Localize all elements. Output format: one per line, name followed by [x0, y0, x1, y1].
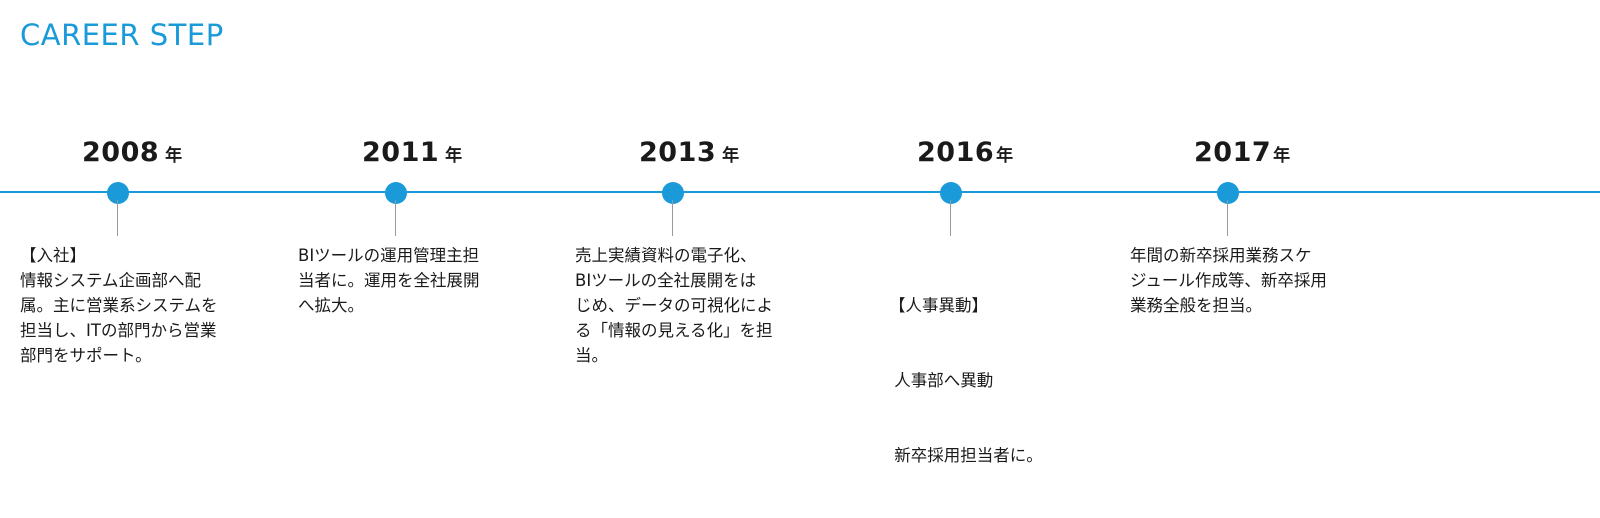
timeline-dot	[385, 182, 407, 204]
year-label: 2011 年	[362, 137, 462, 168]
milestone-description: 【入社】 情報システム企画部へ配 属。主に営業系システムを 担当し、ITの部門か…	[20, 243, 218, 368]
timeline-stem	[1227, 200, 1228, 236]
page-title: CAREER STEP	[20, 18, 224, 52]
description-line: BIツールの運用管理主担	[298, 246, 480, 265]
description-line: BIツールの全社展開をは	[575, 271, 757, 290]
description-line: ジュール作成等、新卒採用	[1130, 271, 1327, 290]
description-line: 新卒採用担当者に。	[889, 446, 1043, 465]
description-line: 年間の新卒採用業務スケ	[1130, 246, 1312, 265]
year-label: 2016 年	[917, 137, 1013, 168]
description-line: 業務全般を担当。	[1130, 296, 1262, 315]
year-unit: 年	[996, 146, 1014, 166]
description-line: 当者に。運用を全社展開	[298, 271, 480, 290]
description-line: 属。主に営業系システムを	[20, 296, 218, 315]
year-label: 2013 年	[639, 137, 739, 168]
year-number: 2016	[917, 137, 995, 168]
description-line: 【人事異動】	[889, 296, 988, 315]
year-label: 2017 年	[1194, 137, 1290, 168]
timeline-dot	[940, 182, 962, 204]
year-number: 2011	[362, 137, 440, 168]
milestone-description: 【人事異動】 人事部へ異動 新卒採用担当者に。	[889, 243, 1043, 518]
year-unit: 年	[165, 146, 183, 166]
description-line: 【入社】	[20, 246, 86, 265]
timeline-line	[0, 191, 1600, 193]
timeline-dot	[1217, 182, 1239, 204]
milestone-description: 売上実績資料の電子化、 BIツールの全社展開をは じめ、データの可視化によ る「…	[575, 243, 773, 368]
year-number: 2017	[1194, 137, 1272, 168]
year-unit: 年	[1273, 146, 1291, 166]
timeline-dot	[107, 182, 129, 204]
timeline-stem	[117, 200, 118, 236]
description-line: 部門をサポート。	[20, 346, 152, 365]
description-line: 人事部へ異動	[889, 371, 994, 390]
description-line: 当。	[575, 346, 608, 365]
description-line: 担当し、ITの部門から営業	[20, 321, 217, 340]
year-label: 2008 年	[82, 137, 182, 168]
year-unit: 年	[722, 146, 740, 166]
year-number: 2008	[82, 137, 160, 168]
description-line: 売上実績資料の電子化、	[575, 246, 757, 265]
timeline-stem	[672, 200, 673, 236]
year-unit: 年	[445, 146, 463, 166]
timeline-stem	[950, 200, 951, 236]
description-line: へ拡大。	[298, 296, 364, 315]
timeline-stem	[395, 200, 396, 236]
description-line: る「情報の見える化」を担	[575, 321, 773, 340]
description-line: 情報システム企画部へ配	[20, 271, 202, 290]
milestone-description: BIツールの運用管理主担 当者に。運用を全社展開 へ拡大。	[298, 243, 480, 318]
milestone-description: 年間の新卒採用業務スケ ジュール作成等、新卒採用 業務全般を担当。	[1130, 243, 1327, 318]
description-line: じめ、データの可視化によ	[575, 296, 773, 315]
timeline-dot	[662, 182, 684, 204]
year-number: 2013	[639, 137, 717, 168]
